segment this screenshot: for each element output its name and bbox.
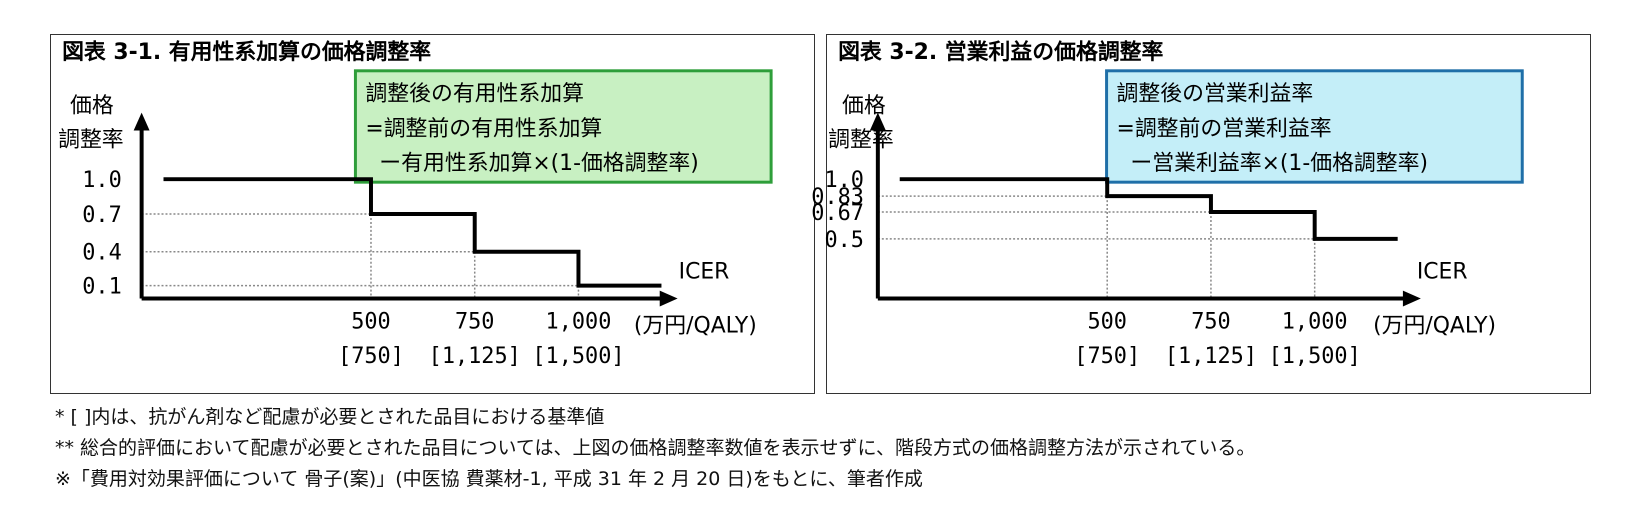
x-tick-label: 750 [1191, 309, 1230, 334]
y-axis-label-line-2: 調整率 [58, 127, 124, 152]
footnote-3: ※「費用対効果評価について 骨子(案)」(中医協 費薬材-1, 平成 31 年 … [55, 468, 923, 490]
x-tick-label: 500 [1087, 309, 1126, 334]
x-tick-label: 750 [455, 309, 494, 334]
x-tick-sublabel: [1,500] [532, 344, 624, 369]
formula-line-1: 調整後の営業利益率 [1117, 82, 1314, 107]
y-axis-arrow [869, 112, 886, 131]
formula-line-2: =調整前の営業利益率 [1117, 116, 1332, 141]
chart-panel-2: 図表 3-2. 営業利益の価格調整率調整後の営業利益率 =調整前の営業利益率ー営業… [811, 34, 1591, 394]
y-tick-label: 1.0 [824, 168, 863, 193]
y-tick-label: 0.5 [824, 228, 863, 253]
x-tick-sublabel: [1,500] [1269, 344, 1361, 369]
step-series-line [163, 177, 662, 288]
x-tick-label: 500 [351, 309, 390, 334]
formula-line-3: ー営業利益率×(1-価格調整率) [1130, 151, 1428, 176]
y-tick-label: 0.1 [82, 275, 121, 300]
x-axis-label: ICER [679, 260, 730, 285]
formula-line-2: =調整前の有用性系加算 [365, 116, 602, 141]
formula-line-1: 調整後の有用性系加算 [365, 82, 584, 107]
y-tick-label: 0.4 [82, 241, 121, 266]
x-tick-sublabel: [750] [338, 344, 404, 369]
x-tick-sublabel: [1,125] [429, 344, 521, 369]
y-tick-label: 0.83 [811, 185, 864, 210]
footnote-2: ** 総合的評価において配慮が必要とされた品目については、上図の価格調整率数値を… [55, 437, 1256, 459]
formula-box [353, 69, 773, 184]
y-axis-arrow [133, 112, 150, 131]
x-axis-label: ICER [1417, 260, 1468, 285]
formula-box [1105, 69, 1524, 184]
chart-panel-1: 図表 3-1. 有用性系加算の価格調整率調整後の有用性系加算 =調整前の有用性系加… [50, 34, 815, 394]
footnotes: * [ ]内は、抗がん剤など配慮が必要とされた品目における基準値 ** 総合的評… [55, 402, 1635, 495]
footnote-1: * [ ]内は、抗がん剤など配慮が必要とされた品目における基準値 [55, 406, 605, 428]
y-tick-label: 0.67 [811, 201, 864, 226]
x-axis-arrow [659, 290, 678, 307]
x-tick-label: 1,000 [546, 309, 612, 334]
x-tick-sublabel: [750] [1074, 344, 1140, 369]
x-tick-label: 1,000 [1282, 309, 1348, 334]
step-series-line [899, 177, 1398, 241]
chart-title: 図表 3-2. 営業利益の価格調整率 [838, 39, 1163, 65]
y-tick-label: 0.7 [82, 203, 121, 228]
y-axis-label-line-1: 価格 [70, 94, 114, 119]
chart-title: 図表 3-1. 有用性系加算の価格調整率 [62, 39, 431, 65]
formula-line-3: ー有用性系加算×(1-価格調整率) [379, 151, 698, 176]
y-tick-label: 1.0 [82, 168, 121, 193]
x-axis-unit: (万円/QALY) [1373, 313, 1496, 338]
x-tick-sublabel: [1,125] [1165, 344, 1257, 369]
x-axis-unit: (万円/QALY) [634, 313, 757, 338]
y-axis-label-line-1: 価格 [842, 94, 886, 119]
y-axis-label-line-2: 調整率 [828, 127, 894, 152]
x-axis-arrow [1402, 290, 1421, 307]
